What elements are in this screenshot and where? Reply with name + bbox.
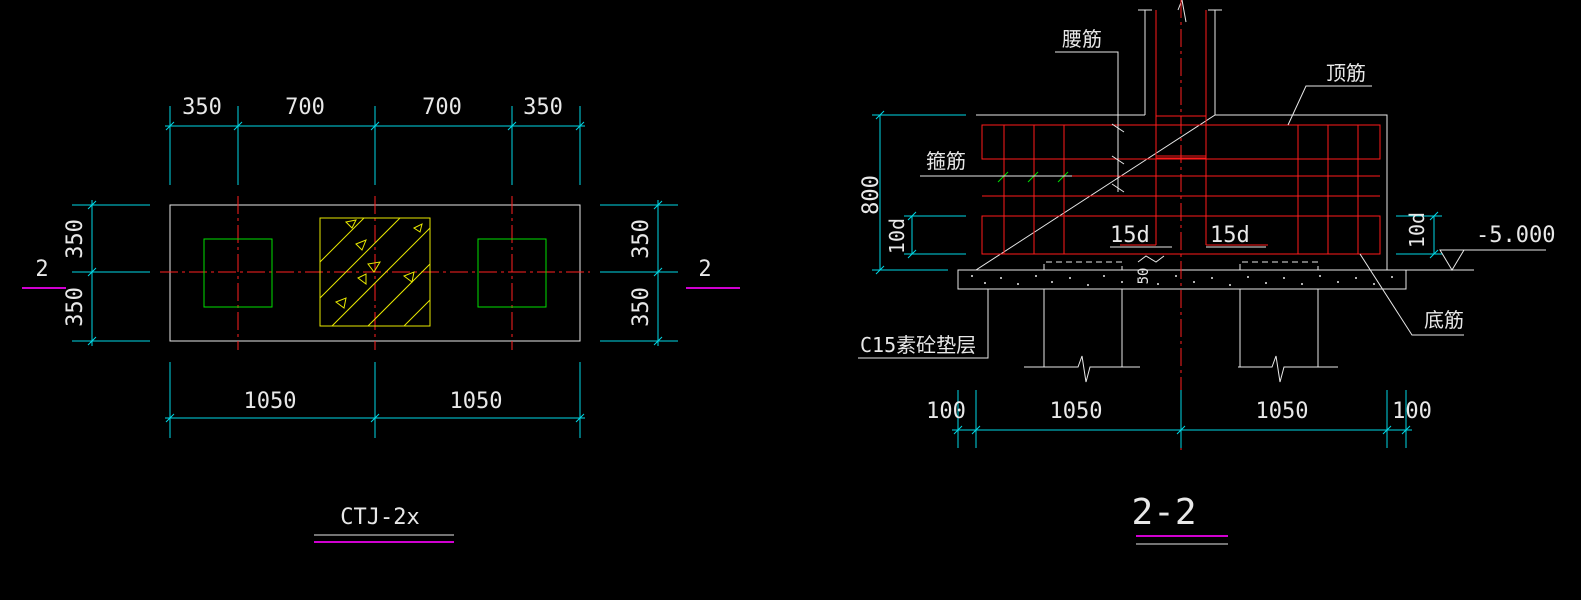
plan-centerlines bbox=[160, 196, 590, 350]
stirrup-ticks bbox=[997, 171, 1069, 183]
label-top-bar: 顶筋 bbox=[1326, 61, 1366, 85]
pile-left-section bbox=[1024, 261, 1140, 383]
label-anchor-right: 15d bbox=[1210, 223, 1250, 248]
dim-top-2: 700 bbox=[285, 95, 325, 120]
label-anchor-left: 15d bbox=[1110, 223, 1150, 248]
cushion-speckles bbox=[971, 275, 1393, 286]
dim-sec-bottom-1: 100 bbox=[926, 399, 966, 424]
section-height-dimension bbox=[872, 110, 966, 275]
label-stirrup: 箍筋 bbox=[926, 149, 966, 173]
label-pile-embed: 50 bbox=[1136, 268, 1152, 285]
pile-right bbox=[477, 238, 547, 308]
plan-right-dimension bbox=[600, 200, 678, 346]
dim-10d-left: 10d bbox=[885, 218, 909, 254]
section-mark-left: 2 bbox=[35, 257, 48, 282]
dim-10d-right: 10d bbox=[1405, 212, 1429, 248]
label-cushion: C15素砼垫层 bbox=[860, 333, 976, 357]
dim-top-1: 350 bbox=[182, 95, 222, 120]
cushion-layer bbox=[957, 269, 1407, 290]
plan-view bbox=[22, 106, 740, 543]
pile-right-section bbox=[1238, 261, 1338, 383]
column-hatched bbox=[319, 217, 431, 327]
elevation-mark bbox=[1398, 249, 1546, 271]
section-texts: 腰筋 顶筋 箍筋 底筋 C15素砼垫层 15d 15d 50 800 10d 1… bbox=[859, 27, 1555, 533]
dim-bottom-1: 1050 bbox=[244, 389, 297, 414]
section-view bbox=[858, 0, 1546, 545]
section-title: 2-2 bbox=[1131, 492, 1196, 533]
dim-top-4: 350 bbox=[523, 95, 563, 120]
leader-lines bbox=[858, 51, 1464, 359]
dim-sec-bottom-3: 1050 bbox=[1256, 399, 1309, 424]
section-bottom-dimension bbox=[952, 390, 1412, 448]
plan-left-dimension bbox=[72, 200, 150, 346]
pile-left bbox=[203, 238, 273, 308]
column-outline bbox=[1138, 0, 1222, 115]
label-waist-bar: 腰筋 bbox=[1062, 27, 1102, 51]
plan-texts: 350 700 700 350 1050 1050 350 350 350 35… bbox=[35, 95, 711, 530]
dim-bottom-2: 1050 bbox=[450, 389, 503, 414]
plan-top-dimension bbox=[165, 106, 585, 185]
dim-right-1: 350 bbox=[629, 219, 654, 259]
label-bottom-bar: 底筋 bbox=[1424, 308, 1464, 332]
dim-top-3: 700 bbox=[422, 95, 462, 120]
dim-sec-bottom-2: 1050 bbox=[1050, 399, 1103, 424]
dim-sec-bottom-4: 100 bbox=[1392, 399, 1432, 424]
dim-right-2: 350 bbox=[629, 287, 654, 327]
section-right-10d-dimension bbox=[1396, 211, 1442, 259]
elevation-label: -5.000 bbox=[1476, 223, 1555, 248]
plan-title: CTJ-2x bbox=[340, 505, 419, 530]
dim-height: 800 bbox=[859, 175, 884, 215]
dim-left-2: 350 bbox=[63, 287, 88, 327]
dim-left-1: 350 bbox=[63, 219, 88, 259]
plan-bottom-dimension bbox=[165, 362, 585, 438]
section-mark-right: 2 bbox=[698, 257, 711, 282]
